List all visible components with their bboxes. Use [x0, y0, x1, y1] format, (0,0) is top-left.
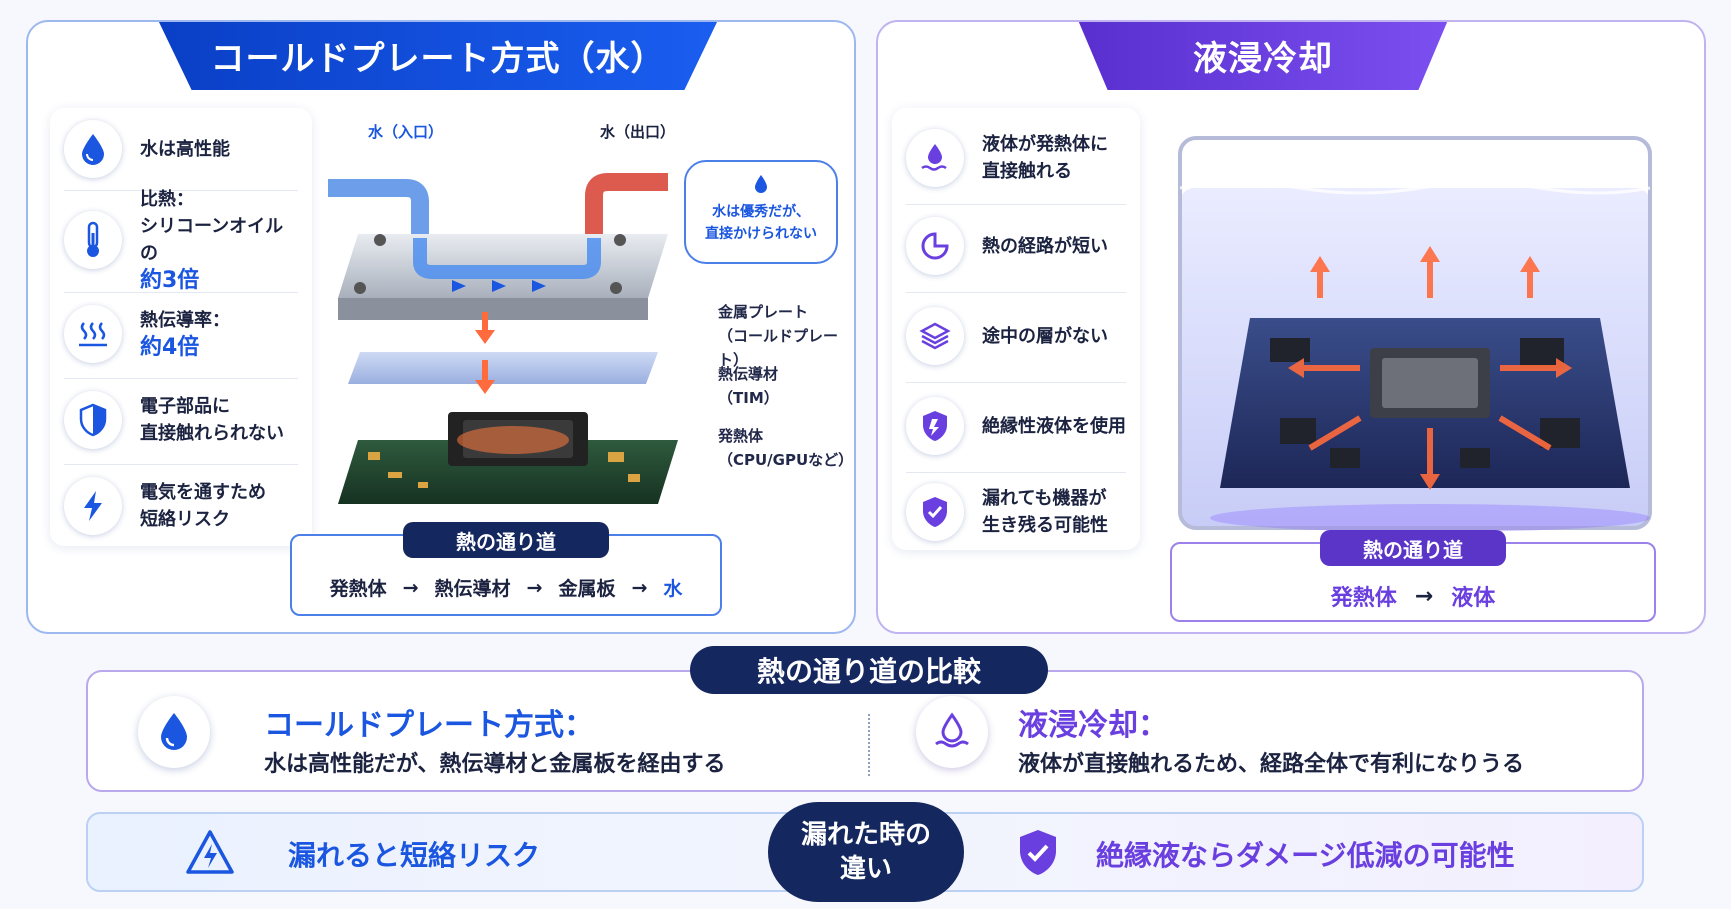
path-step: 発熱体 — [1330, 586, 1397, 611]
feature-insulating-liquid: 絶縁性液体を使用 — [906, 388, 1126, 464]
path-step: 発熱体 — [329, 578, 387, 600]
feature-line: シリコーンオイルの — [140, 216, 284, 264]
cold-plate-panel: コールドプレート方式（水） 水は高性能 比熱： シリコーンオイルの 約3倍 — [26, 20, 856, 634]
heat-waves-icon — [64, 305, 122, 363]
bubble-line: 水は優秀だが、 — [712, 204, 810, 220]
feature-may-survive-leak: 漏れても機器が 生き残る可能性 — [906, 478, 1126, 546]
callout-main: 熱伝導材 — [718, 365, 779, 383]
arrow-icon: → — [1414, 583, 1434, 609]
divider — [868, 714, 870, 776]
leak-difference-title: 漏れた時の 違い — [768, 802, 964, 902]
immersion-compare-heading: 液浸冷却： — [1018, 708, 1168, 743]
feature-no-direct-contact: 電子部品に 直接触れられない — [64, 384, 298, 456]
cold-plate-title: コールドプレート方式（水） — [158, 22, 718, 90]
shield-check-icon — [906, 483, 964, 541]
callout-sub: （CPU/GPUなど） — [718, 451, 854, 469]
feature-line: 熱の経路が短い — [982, 235, 1108, 257]
feature-line: 絶縁性液体を使用 — [982, 415, 1126, 437]
comparison-title: 熱の通り道の比較 — [690, 646, 1048, 694]
warning-lightning-icon — [184, 828, 236, 880]
shield-icon — [64, 391, 122, 449]
path-step: 熱伝導材 — [434, 578, 511, 600]
path-step: 水 — [663, 578, 683, 600]
water-inlet-label: 水（入口） — [368, 123, 444, 141]
immersion-feature-list: 液体が発熱体に 直接触れる 熱の経路が短い 途中の層がない 絶縁性液体を使用 — [892, 108, 1140, 550]
cold-plate-compare-heading: コールドプレート方式： — [264, 708, 594, 743]
feature-line: 電子部品に — [140, 396, 230, 417]
feature-line: 電気を通すため — [140, 482, 266, 503]
callout-main: 金属プレート — [718, 303, 809, 321]
bubble-line: 直接かけられない — [705, 226, 817, 242]
feature-line: 途中の層がない — [982, 325, 1108, 347]
feature-value: 約4倍 — [140, 335, 200, 360]
layers-icon — [906, 307, 964, 365]
liquid-contact-icon — [906, 129, 964, 187]
shield-check-icon — [1016, 828, 1060, 882]
arrow-icon: → — [402, 576, 419, 599]
cold-plate-feature-list: 水は高性能 比熱： シリコーンオイルの 約3倍 熱伝導率： 約4倍 — [50, 108, 312, 546]
feature-line: 漏れても機器が — [982, 488, 1107, 509]
speech-bubble: 水は優秀だが、 直接かけられない — [684, 160, 838, 264]
feature-line: 直接触れられない — [140, 423, 284, 444]
callout-sub: （コールドプレート） — [718, 327, 839, 369]
feature-line: 水は高性能 — [140, 138, 230, 160]
feature-thermal-conductivity: 熱伝導率： 約4倍 — [64, 298, 298, 370]
water-drop-icon — [64, 120, 122, 178]
immersion-tank-illustration — [1160, 118, 1680, 548]
feature-no-layers: 途中の層がない — [906, 298, 1126, 374]
liquid-contact-icon — [916, 696, 988, 768]
feature-specific-heat: 比熱： シリコーンオイルの 約3倍 — [64, 189, 298, 293]
feature-line: 液体が発熱体に — [982, 134, 1108, 155]
immersion-heat-path: 熱の通り道 発熱体 → 液体 — [1170, 530, 1656, 622]
leak-damage-reduction-text: 絶縁液ならダメージ低減の可能性 — [1096, 839, 1515, 872]
leak-title-line: 違い — [839, 854, 892, 884]
immersion-compare-text: 液体が直接触れるため、経路全体で有利になりうる — [1018, 752, 1525, 777]
callout-sub: （TIM） — [718, 389, 779, 407]
immersion-panel: 液浸冷却 液体が発熱体に 直接触れる 熱の経路が短い 途中の層がない — [876, 20, 1706, 634]
cold-plate-compare-text: 水は高性能だが、熱伝導材と金属板を経由する — [264, 752, 726, 777]
lightning-icon — [64, 477, 122, 535]
feature-line: 熱伝導率： — [140, 310, 230, 331]
path-step: 液体 — [1451, 586, 1496, 611]
arrow-icon: → — [526, 576, 543, 599]
feature-direct-contact: 液体が発熱体に 直接触れる — [906, 120, 1126, 196]
immersion-title: 液浸冷却 — [1078, 22, 1448, 90]
feature-line: 直接触れる — [982, 161, 1072, 182]
heat-path-title: 熱の通り道 — [1320, 530, 1506, 566]
callout-tim: 熱伝導材 （TIM） — [718, 362, 779, 410]
feature-short-circuit-risk: 電気を通すため 短絡リスク — [64, 470, 298, 542]
heat-path-title: 熱の通り道 — [403, 522, 609, 558]
feature-line: 短絡リスク — [140, 509, 230, 530]
feature-line: 生き残る可能性 — [982, 515, 1108, 536]
path-step: 金属板 — [558, 578, 616, 600]
water-drop-icon — [138, 696, 210, 768]
callout-metal-plate: 金属プレート （コールドプレート） — [718, 300, 854, 372]
feature-value: 約3倍 — [140, 268, 200, 293]
leak-title-line: 漏れた時の — [800, 820, 931, 850]
feature-water-performance: 水は高性能 — [64, 120, 298, 178]
arrow-icon: → — [631, 576, 648, 599]
insulation-shield-icon — [906, 397, 964, 455]
cold-plate-illustration — [319, 122, 708, 542]
callout-heat-source: 発熱体 （CPU/GPUなど） — [718, 424, 853, 472]
feature-line: 比熱： — [140, 189, 194, 210]
cold-plate-heat-path: 熱の通り道 発熱体 → 熱伝導材 → 金属板 → 水 — [290, 522, 722, 616]
feature-short-path: 熱の経路が短い — [906, 210, 1126, 282]
short-path-icon — [906, 217, 964, 275]
water-outlet-label: 水（出口） — [600, 123, 676, 141]
thermometer-icon — [64, 211, 122, 269]
callout-main: 発熱体 — [718, 427, 764, 445]
water-drop-icon — [755, 175, 767, 193]
leak-risk-text: 漏れると短絡リスク — [288, 839, 541, 872]
